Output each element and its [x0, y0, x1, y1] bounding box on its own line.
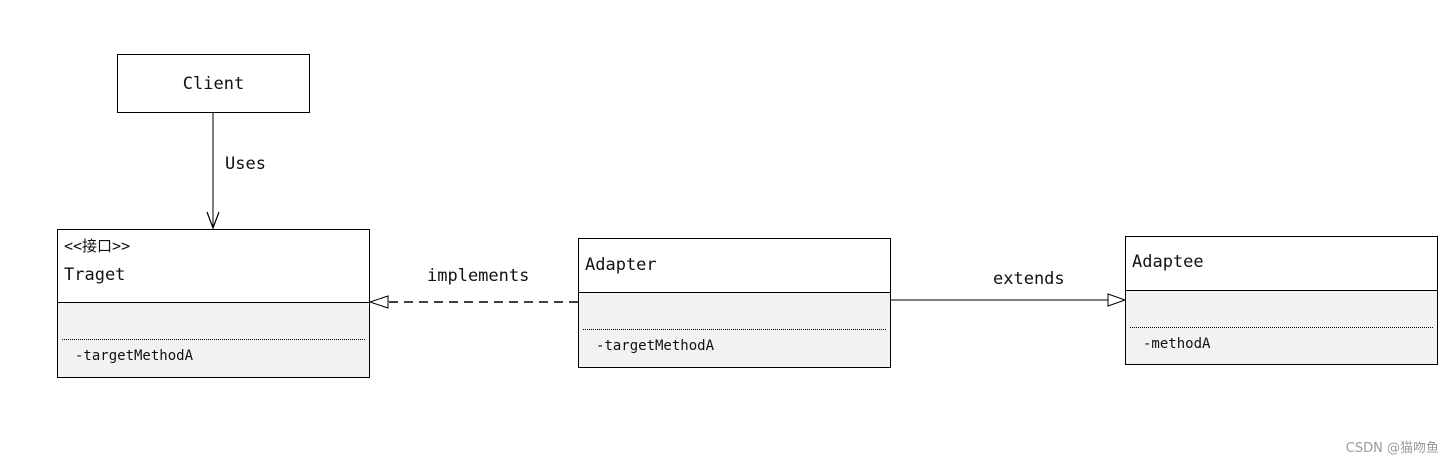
target-interface-box: <<接口>> Traget -targetMethodA	[57, 229, 370, 378]
adapter-header: Adapter	[579, 239, 890, 292]
implements-arrowhead	[368, 295, 389, 309]
adaptee-header: Adaptee	[1126, 237, 1437, 290]
uses-arrowhead	[206, 211, 220, 230]
target-stereotype: <<接口>>	[64, 237, 131, 255]
adapter-method: -targetMethodA	[596, 338, 715, 354]
target-class-name: Traget	[64, 265, 126, 285]
target-method: -targetMethodA	[75, 348, 194, 364]
target-body: -targetMethodA	[58, 302, 369, 377]
adaptee-class-name: Adaptee	[1132, 252, 1204, 272]
adapter-separator	[583, 329, 886, 330]
uses-label: Uses	[225, 154, 266, 174]
adapter-class-name: Adapter	[585, 255, 657, 275]
client-class-name: Client	[182, 73, 245, 94]
adaptee-method: -methodA	[1143, 336, 1211, 352]
client-class-box: Client	[117, 54, 310, 113]
adaptee-body: -methodA	[1126, 290, 1437, 364]
adaptee-separator	[1130, 327, 1433, 328]
adapter-body: -targetMethodA	[579, 292, 890, 367]
extends-label: extends	[993, 269, 1065, 289]
implements-label: implements	[427, 266, 530, 286]
adapter-class-box: Adapter -targetMethodA	[578, 238, 891, 368]
extends-arrowhead	[1107, 293, 1127, 307]
target-header: <<接口>> Traget	[58, 230, 369, 302]
adaptee-class-box: Adaptee -methodA	[1125, 236, 1438, 365]
target-separator	[62, 339, 365, 340]
watermark: CSDN @猫吻鱼	[1345, 441, 1439, 456]
